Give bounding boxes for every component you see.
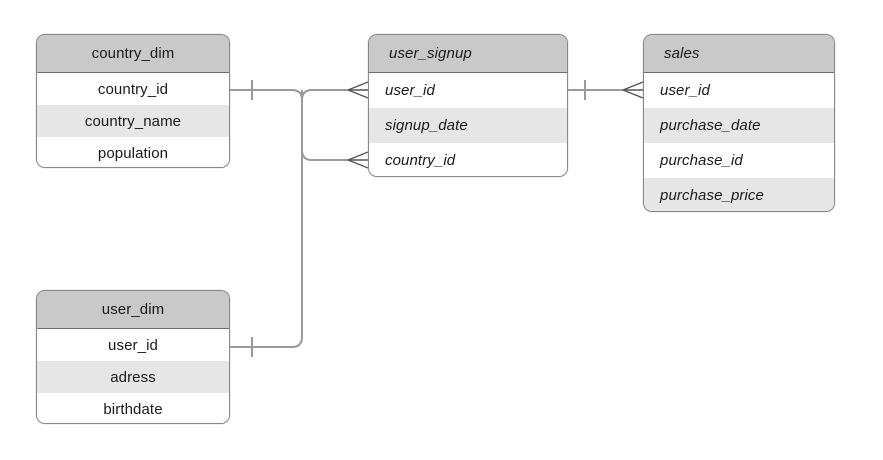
entity-title-user_dim: user_dim	[37, 291, 229, 329]
connector-country-to-signup-line	[230, 89, 348, 161]
column-user_signup-country_id[interactable]: country_id	[369, 143, 567, 176]
column-sales-purchase_id[interactable]: purchase_id	[644, 143, 834, 178]
column-sales-purchase_price[interactable]: purchase_price	[644, 178, 834, 211]
column-user_signup-user_id[interactable]: user_id	[369, 73, 567, 108]
column-user_dim-user_id[interactable]: user_id	[37, 329, 229, 361]
cardinality-many-signup-country-id	[347, 151, 369, 169]
column-user_signup-signup_date[interactable]: signup_date	[369, 108, 567, 143]
connector-userdim-to-signup-line	[301, 89, 348, 101]
column-country_dim-country_id[interactable]: country_id	[37, 73, 229, 105]
cardinality-many-sales-user-id	[622, 81, 644, 99]
column-sales-purchase_date[interactable]: purchase_date	[644, 108, 834, 143]
connector-trunk-vertical	[230, 90, 303, 348]
column-sales-user_id[interactable]: user_id	[644, 73, 834, 108]
column-country_dim-population[interactable]: population	[37, 137, 229, 167]
cardinality-many-signup-user-id	[347, 81, 369, 99]
column-user_dim-birthdate[interactable]: birthdate	[37, 393, 229, 423]
column-country_dim-country_name[interactable]: country_name	[37, 105, 229, 137]
entity-title-user_signup: user_signup	[369, 35, 567, 73]
entity-title-sales: sales	[644, 35, 834, 73]
column-user_dim-adress[interactable]: adress	[37, 361, 229, 393]
entity-title-country_dim: country_dim	[37, 35, 229, 73]
